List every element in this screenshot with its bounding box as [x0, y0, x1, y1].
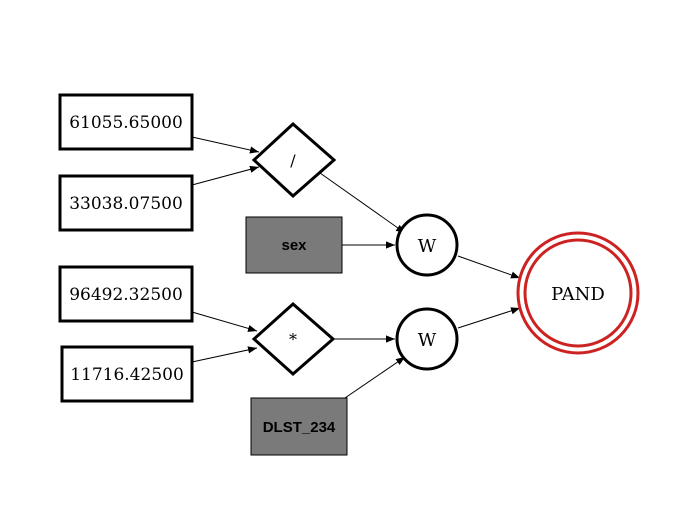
edge-const4-to-multiply — [191, 346, 258, 363]
edge-const2-to-divide — [191, 165, 260, 186]
variable-label: DLST_234 — [263, 419, 336, 436]
constant-node-4: 11716.42500 — [60, 345, 194, 403]
variable-node-sex: sex — [245, 216, 343, 274]
variable-label: sex — [281, 237, 307, 254]
constant-node-3: 96492.32500 — [58, 265, 194, 323]
operator-label: / — [290, 151, 296, 170]
edge-divide-to-w-top — [319, 172, 406, 234]
edges — [191, 136, 521, 401]
constant-node-2: 33038.07500 — [58, 174, 194, 232]
constant-node-1: 61055.65000 — [58, 93, 194, 151]
edge-w-bottom-to-pand — [457, 307, 521, 329]
constant-label: 96492.32500 — [69, 285, 183, 305]
edge-const3-to-multiply — [191, 311, 258, 332]
constant-label: 61055.65000 — [69, 113, 183, 133]
multiply-operator-node: * — [251, 301, 336, 377]
w-label: W — [418, 330, 437, 351]
w-node-top: W — [395, 213, 459, 277]
constant-label: 33038.07500 — [69, 194, 183, 214]
pand-root-node: PAND — [516, 231, 640, 355]
edge-dlst-to-w-bottom — [341, 356, 406, 401]
constant-label: 11716.42500 — [70, 365, 184, 385]
operator-label: * — [289, 330, 297, 349]
w-node-bottom: W — [395, 307, 459, 371]
divide-operator-node: / — [251, 121, 337, 199]
edge-const1-to-divide — [191, 136, 260, 154]
edge-w-top-to-pand — [457, 255, 521, 279]
w-label: W — [418, 236, 437, 257]
root-label: PAND — [551, 284, 605, 305]
variable-node-dlst-234: DLST_234 — [250, 397, 348, 456]
